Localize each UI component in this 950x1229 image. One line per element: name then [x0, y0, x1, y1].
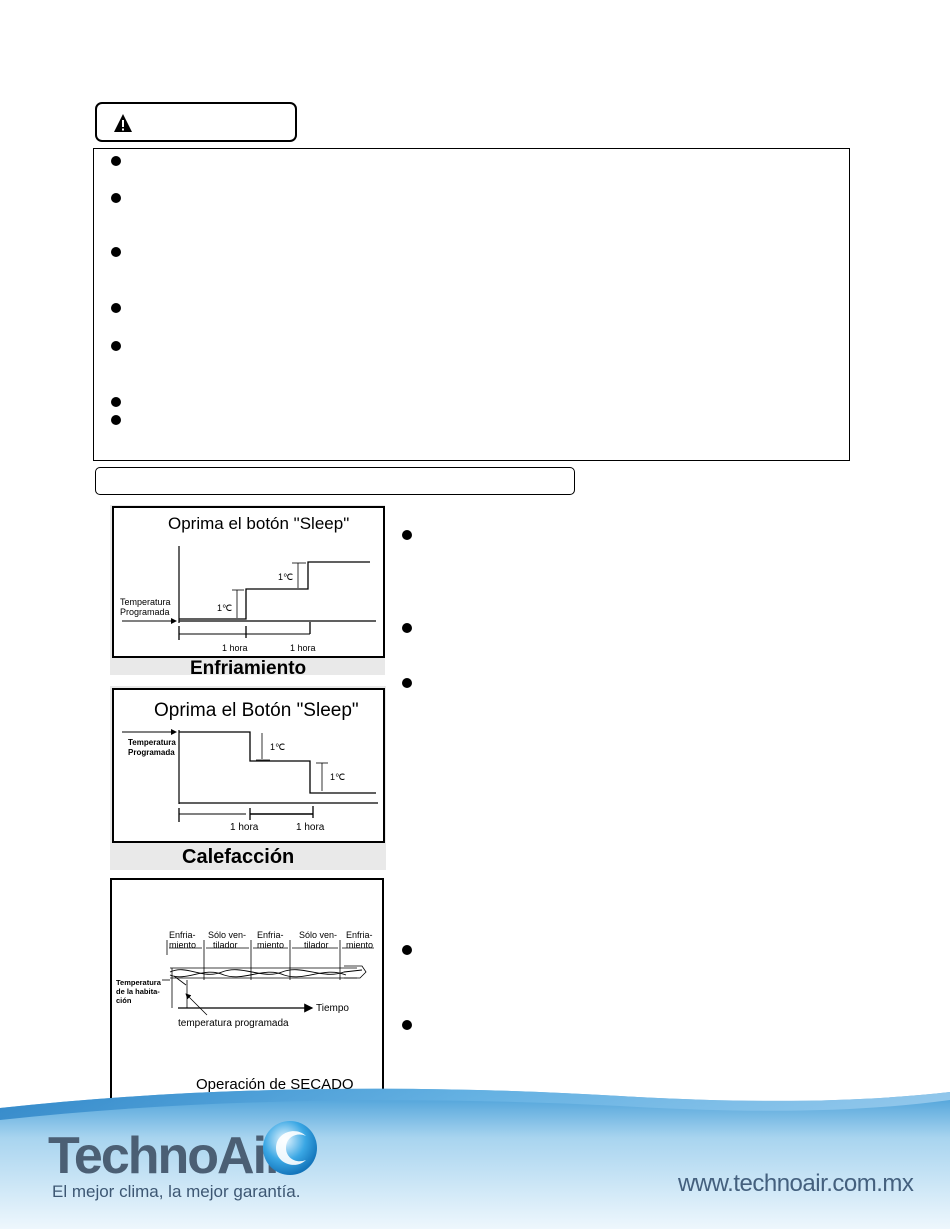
cooling-title: Oprima el botón "Sleep" — [168, 514, 350, 533]
cooling-step-2: 1℃ — [278, 572, 294, 582]
dry-phase-4-line-2: tilador — [304, 940, 329, 950]
bullet-dot-icon — [402, 945, 412, 955]
cooling-diagram-panel: Oprima el botón "Sleep" Temperatura Prog… — [112, 506, 385, 658]
bullet-dot-icon — [111, 397, 121, 407]
cooling-step-1: 1℃ — [217, 603, 233, 613]
cooling-caption: Enfriamiento — [190, 658, 307, 679]
dry-room-temp-line-1: Temperatura — [116, 978, 161, 987]
dry-phase-5-line-2: miento — [346, 940, 374, 950]
section-header-tab — [95, 467, 575, 495]
cooling-hour-2: 1 hora — [290, 643, 316, 653]
heating-hour-2: 1 hora — [296, 822, 325, 833]
dry-room-temp-line-3: ción — [116, 996, 132, 1005]
warning-triangle-icon — [114, 114, 132, 132]
bullet-dot-icon — [111, 341, 121, 351]
dry-room-temp-line-2: de la habita- — [116, 987, 160, 996]
dry-phase-4-line-1: Sólo ven- — [299, 930, 338, 940]
bullet-dot-icon — [402, 678, 412, 688]
bullet-dot-icon — [402, 623, 412, 633]
dry-caption: Operación de SECADO — [196, 1076, 354, 1093]
bullet-dot-icon — [111, 415, 121, 425]
footer-banner — [0, 1078, 950, 1229]
dry-phase-3-line-1: Enfria- — [257, 930, 284, 940]
heating-step-1: 1℃ — [270, 742, 286, 752]
dry-set-temp-label: temperatura programada — [178, 1018, 289, 1029]
dry-time-label: Tiempo — [316, 1003, 349, 1014]
brand-tagline: El mejor clima, la mejor garantía. — [52, 1182, 301, 1201]
warning-box — [93, 148, 850, 461]
heating-diagram-panel: Oprima el Botón "Sleep" Temperatura Prog… — [112, 688, 385, 843]
technoair-swirl-logo-icon — [263, 1121, 317, 1175]
heating-hour-1: 1 hora — [230, 822, 259, 833]
heating-set-temp-label-2: Programada — [128, 748, 175, 757]
dry-phase-2-line-2: tilador — [213, 940, 238, 950]
brand-logo-text: TechnoAir — [48, 1127, 285, 1185]
cooling-set-temp-label-1: Temperatura — [120, 597, 171, 607]
dry-phase-3-line-2: miento — [257, 940, 285, 950]
heating-title: Oprima el Botón "Sleep" — [154, 700, 359, 721]
bullet-dot-icon — [111, 247, 121, 257]
website-url: www.technoair.com.mx — [678, 1170, 914, 1197]
warning-header-tab — [95, 102, 297, 142]
dry-diagram-lines — [162, 940, 374, 1016]
bullet-dot-icon — [111, 193, 121, 203]
bullet-dot-icon — [402, 1020, 412, 1030]
bullet-dot-icon — [111, 156, 121, 166]
dry-phase-2-line-1: Sólo ven- — [208, 930, 247, 940]
cooling-hour-1: 1 hora — [222, 643, 248, 653]
cooling-diagram-lines — [122, 546, 376, 640]
cooling-set-temp-label-2: Programada — [120, 607, 170, 617]
heating-diagram-lines — [122, 729, 378, 822]
bullet-dot-icon — [111, 303, 121, 313]
heating-step-2: 1℃ — [330, 772, 346, 782]
dry-phase-5-line-1: Enfria- — [346, 930, 373, 940]
dry-phase-1-line-2: miento — [169, 940, 197, 950]
heating-set-temp-label-1: Temperatura — [128, 738, 176, 747]
heating-caption: Calefacción — [182, 846, 295, 868]
dry-phase-1-line-1: Enfria- — [169, 930, 196, 940]
dry-diagram-panel: Enfria- miento Sólo ven- tilador Enfria-… — [110, 878, 384, 1105]
footer-wave-background — [0, 1088, 950, 1229]
bullet-dot-icon — [402, 530, 412, 540]
